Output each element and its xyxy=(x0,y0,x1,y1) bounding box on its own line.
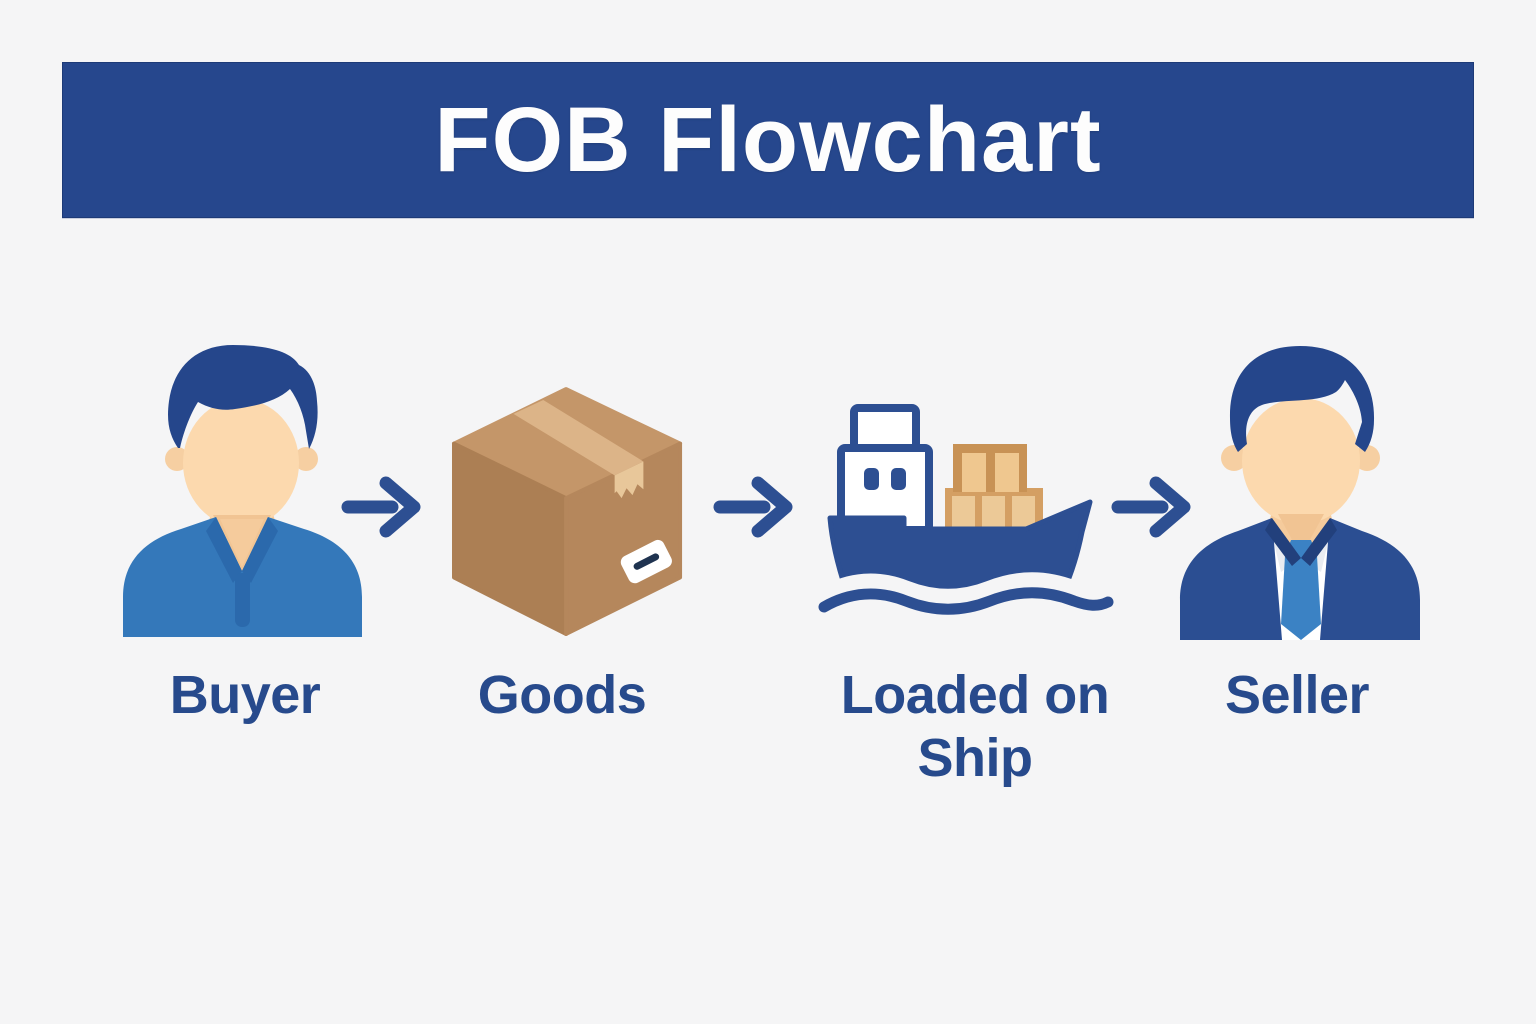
seller-businessman-icon xyxy=(1180,342,1420,642)
cargo-ship-svg xyxy=(815,404,1117,615)
buyer-person-svg xyxy=(123,345,362,637)
arrow-right-icon xyxy=(340,473,424,541)
arrow-right-svg xyxy=(1111,476,1191,538)
step-label-loaded-on-ship: Loaded on Ship xyxy=(840,665,1110,788)
step-label-goods: Goods xyxy=(477,665,647,725)
arrow-right-icon xyxy=(1110,473,1194,541)
page-title: FOB Flowchart xyxy=(434,88,1102,191)
step-label-seller: Seller xyxy=(1224,665,1370,725)
buyer-person-icon xyxy=(121,339,364,637)
package-box-icon xyxy=(452,386,690,644)
arrow-right-icon xyxy=(712,473,796,541)
package-box-svg xyxy=(452,387,683,636)
step-label-buyer: Buyer xyxy=(169,665,321,725)
arrow-right-svg xyxy=(713,476,793,538)
cargo-ship-icon xyxy=(815,392,1117,637)
arrow-right-svg xyxy=(341,476,421,538)
seller-businessman-svg xyxy=(1180,346,1420,640)
title-banner: FOB Flowchart xyxy=(62,62,1474,218)
